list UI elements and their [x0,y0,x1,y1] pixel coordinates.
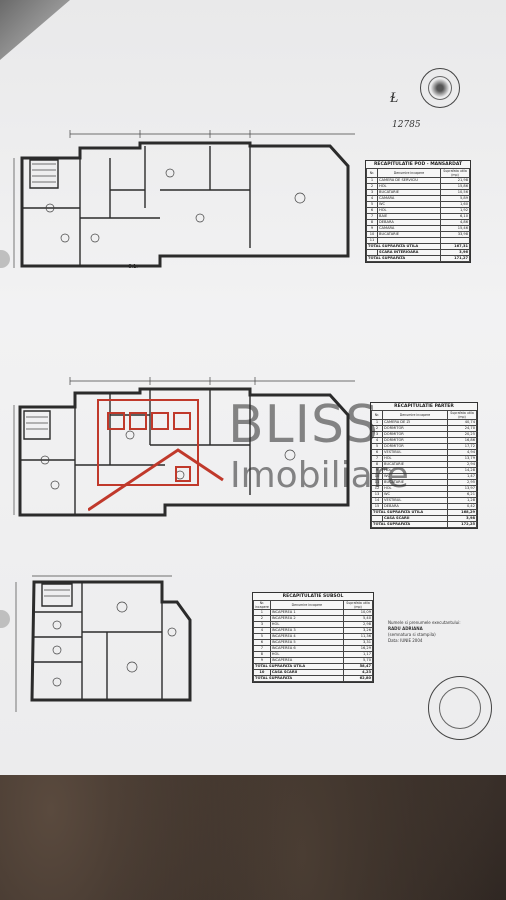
signature-line: Numele si prenumele executantului: [388,620,461,625]
total-value: 171,27 [440,255,470,262]
col-header: Nr. [366,168,378,178]
col-header: Suprafata utila (mp) [447,410,477,420]
stamp-top [420,68,460,108]
total-label: TOTAL SUPRAFATA [253,675,344,682]
logo-window [151,412,169,430]
stamp-bottom [428,676,492,740]
recap-title: RECAPITULATIE SUBSOL [282,594,344,599]
handwritten-number: 12785 [392,120,421,130]
recap-table-mansarda: RECAPITULATIE POD - MANSARDAT Nr.Denumir… [365,160,471,263]
col-header: Nr. incapere [253,600,271,610]
bliss-watermark-logo [88,399,224,512]
watermark-brand: BLISS [228,395,379,455]
punch-hole [0,610,10,628]
total-value: 172,25 [447,521,477,528]
floor-plan-subsol [15,575,192,712]
col-header: Denumire incapere [377,168,441,178]
signature-block: Numele si prenumele executantului: RADU … [388,620,478,644]
punch-hole [0,250,10,268]
logo-roof-line [88,448,224,512]
logo-window [175,466,191,482]
total-label: TOTAL SUPRAFATA [366,255,441,262]
signature-line: (semnatura si stampila) [388,632,436,637]
recap-title: RECAPITULATIE PARTER [394,404,454,409]
total-value: 62,80 [343,675,373,682]
col-header: Denumire incapere [269,600,345,610]
logo-window [107,412,125,430]
col-header: Suprafata utila (mp) [440,168,470,178]
logo-house-outline [97,399,199,486]
logo-window [173,412,191,430]
floor-plan-mansarda: C.1. [13,130,355,270]
signature-name: RADU ADRIANA [388,626,423,631]
recap-title: RECAPITULATIE POD - MANSARDAT [373,162,463,167]
watermark-subtitle: Imobiliare [230,455,409,496]
handwritten-mark: Ɫ [390,88,399,106]
page-edge [0,0,70,60]
floor-plan-parter [13,377,355,517]
signature-date: Data: IUNIE 2004 [388,638,423,643]
recap-table-parter: RECAPITULATIE PARTER Nr.Denumire incaper… [370,402,478,529]
svg-text:C.1.: C.1. [128,264,138,270]
logo-window [129,412,147,430]
col-header: Suprafata utila (mp) [343,600,373,610]
